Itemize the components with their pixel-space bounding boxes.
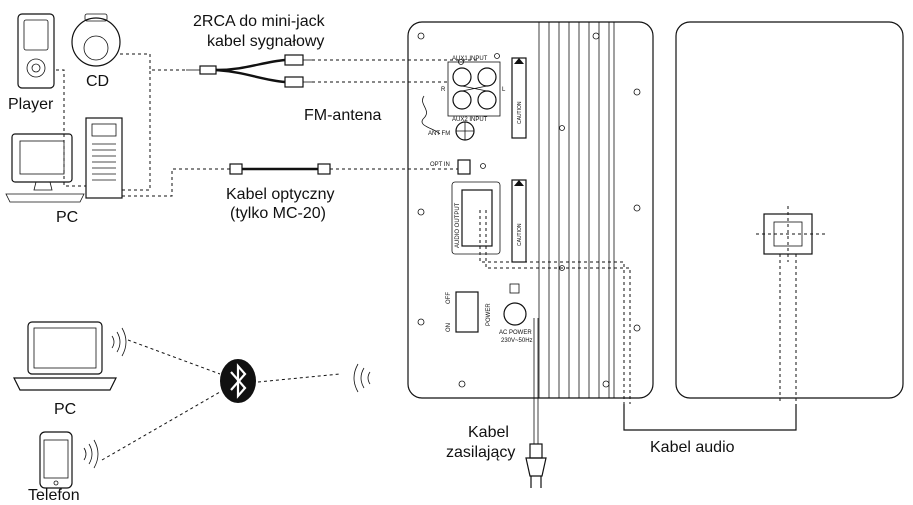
pc-top-label: PC xyxy=(56,209,78,226)
cd-label: CD xyxy=(86,73,109,90)
cd-player-icon xyxy=(71,13,121,67)
power-switch-label: POWER xyxy=(486,303,492,326)
caution-text-2: CAUTION xyxy=(517,223,523,246)
audio-cable-label: Kabel audio xyxy=(650,439,735,456)
rca-cable-label-line1: 2RCA do mini-jack xyxy=(193,13,326,30)
aux-input-block xyxy=(447,61,501,117)
optical-cable-label-line1: Kabel optyczny xyxy=(226,186,335,203)
subwoofer-back-panel xyxy=(407,21,654,399)
r-channel-label: R xyxy=(441,87,446,93)
passive-speaker-back xyxy=(675,21,904,399)
audio-output-port xyxy=(451,181,501,255)
desktop-pc-icon xyxy=(5,117,123,203)
power-cable-label-line1: Kabel xyxy=(468,424,509,441)
opt-in-port xyxy=(457,159,471,175)
ant-fm-label: ANT FM xyxy=(428,131,450,137)
ant-fm-connector xyxy=(455,121,475,141)
bluetooth-icon xyxy=(220,359,256,403)
aux1-input-label: AUX1 INPUT xyxy=(452,56,488,62)
power-cable-label-line2: zasilający xyxy=(446,444,515,461)
smartphone-icon xyxy=(39,431,73,489)
ac-spec-label: 230V~50Hz xyxy=(501,338,533,344)
opt-in-label: OPT IN xyxy=(430,162,450,168)
power-on-label: ON xyxy=(446,323,452,332)
caution-text-1: CAUTION xyxy=(517,101,523,124)
mp3-player-icon xyxy=(17,13,55,89)
l-channel-label: L xyxy=(502,87,506,93)
ac-power-label: AC POWER xyxy=(499,330,532,336)
player-label: Player xyxy=(8,96,54,113)
optical-cable-label-line2: (tylko MC-20) xyxy=(230,205,326,222)
fm-antenna-label: FM-antena xyxy=(304,107,381,124)
audio-output-label: AUDIO OUTPUT xyxy=(455,202,461,248)
caution-label-2: CAUTION xyxy=(511,179,527,263)
caution-label-1: CAUTION xyxy=(511,57,527,139)
optical-cable xyxy=(229,163,331,175)
power-switch xyxy=(455,291,479,333)
phone-label: Telefon xyxy=(28,487,80,504)
ac-power-socket xyxy=(503,283,527,326)
laptop-icon xyxy=(13,321,117,391)
power-off-label: OFF xyxy=(446,292,452,304)
pc-bottom-label: PC xyxy=(54,401,76,418)
rca-cable-label-line2: kabel sygnałowy xyxy=(207,33,324,50)
power-plug-icon xyxy=(525,443,547,488)
aux2-input-label: AUX2 INPUT xyxy=(452,117,488,123)
rca-cable xyxy=(186,54,312,88)
